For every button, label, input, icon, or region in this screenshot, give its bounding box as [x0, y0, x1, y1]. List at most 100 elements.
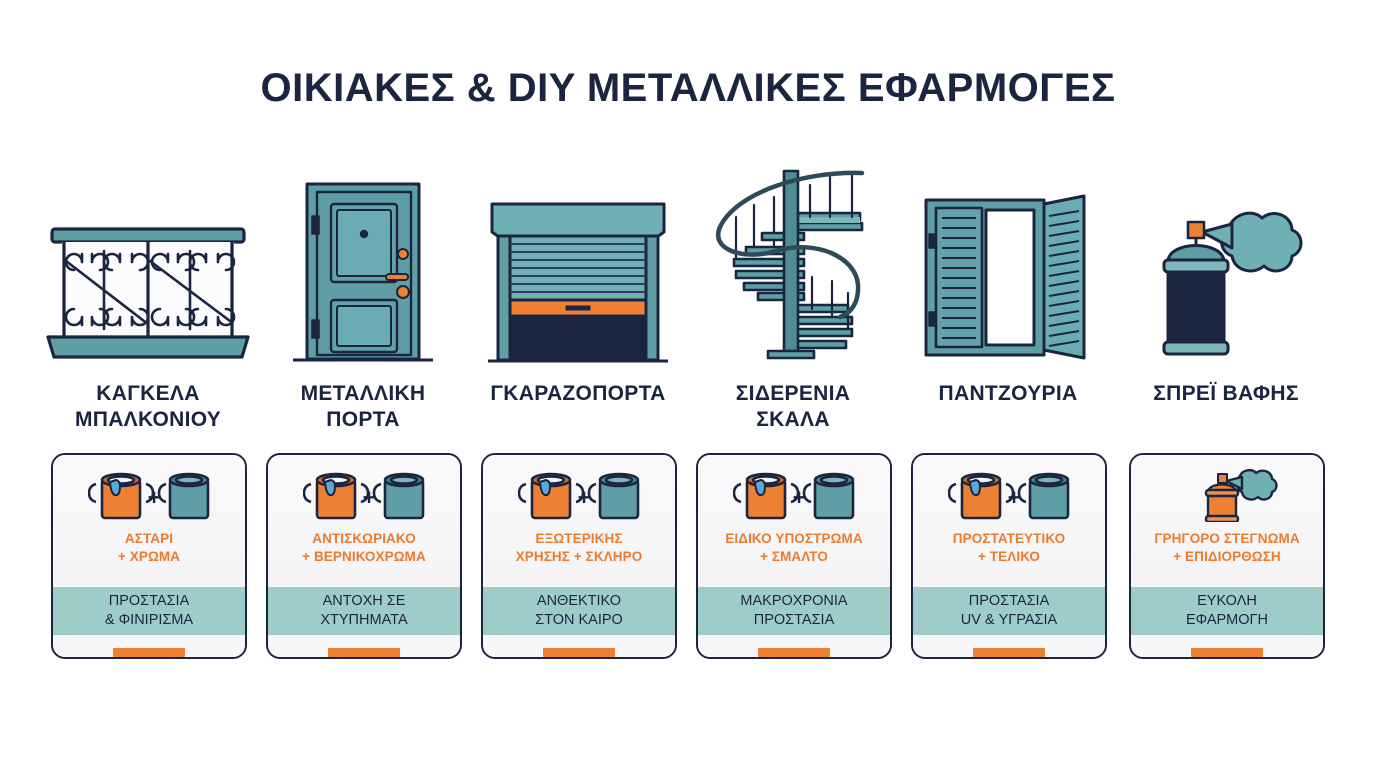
card-benefit-text: ΠΡΟΣΤΑΣΙΑ & ΦΙΝΙΡΙΣΜΑ: [99, 592, 199, 631]
benefit-line-2: UV & ΥΓΡΑΣΙΑ: [960, 612, 1058, 628]
accent-bar: [973, 648, 1045, 657]
product-card-spray-can[interactable]: ΓΡΗΓΟΡΟ ΣΤΕΓΝΩΜΑ + ΕΠΙΔΙΟΡΘΩΣΗ ΕΥΚΟΛΗ ΕΦ…: [1129, 453, 1325, 659]
card-benefit-text: ΠΡΟΣΤΑΣΙΑ UV & ΥΓΡΑΣΙΑ: [955, 592, 1063, 631]
product-line-2: + ΒΕΡΝΙΚΟΧΡΩΜΑ: [302, 548, 426, 564]
label-line-1: ΓΚΑΡΑΖΟΠΟΡΤΑ: [490, 382, 666, 405]
label-line-1: ΜΕΤΑΛΛΙΚΗ: [300, 382, 426, 405]
garage-door-icon: [470, 160, 686, 365]
card-footer: [53, 635, 245, 657]
benefit-line-1: ΠΡΟΣΤΑΣΙΑ: [108, 592, 190, 609]
card-benefit-text: ΑΝΘΕΚΤΙΚΟ ΣΤΟΝ ΚΑΙΡΟ: [529, 592, 629, 631]
plus-symbol: +: [363, 485, 376, 510]
benefit-line-2: ΕΦΑΡΜΟΓΗ: [1186, 612, 1268, 628]
plus-symbol: +: [148, 485, 161, 510]
card-product-text: ΕΙΔΙΚΟ ΥΠΟΣΤΡΩΜΑ + ΣΜΑΛΤΟ: [720, 530, 867, 566]
card-benefit-text: ΑΝΤΟΧΗ ΣΕ ΧΤΥΠΗΜΑΤΑ: [314, 592, 413, 631]
two-paint-cans-icon: +: [733, 467, 855, 523]
label-line-1: ΣΠΡΕΪ ΒΑΦΗΣ: [1153, 382, 1299, 405]
item-label-garage-door: ΓΚΑΡΑΖΟΠΟΡΤΑ: [470, 381, 686, 407]
card-footer: [1131, 635, 1323, 657]
spray-can-small-icon: [1166, 467, 1288, 523]
spiral-staircase-icon: [685, 160, 901, 365]
card-footer: [483, 635, 675, 657]
label-line-1: ΣΙΔΕΡΕΝΙΑ: [735, 382, 851, 405]
card-top-section: + ΕΙΔΙΚΟ ΥΠΟΣΤΡΩΜΑ + ΣΜΑΛΤΟ: [698, 455, 890, 587]
column-garage-door: ΓΚΑΡΑΖΟΠΟΡΤΑ: [470, 160, 686, 407]
card-product-text: ΓΡΗΓΟΡΟ ΣΤΕΓΝΩΜΑ + ΕΠΙΔΙΟΡΘΩΣΗ: [1149, 530, 1304, 566]
label-line-2: ΠΟΡΤΑ: [326, 408, 400, 432]
benefit-line-2: ΠΡΟΣΤΑΣΙΑ: [753, 612, 835, 628]
product-card-spiral-staircase[interactable]: + ΕΙΔΙΚΟ ΥΠΟΣΤΡΩΜΑ + ΣΜΑΛΤΟ ΜΑΚΡΟΧΡΟΝΙΑ …: [696, 453, 892, 659]
product-line-2: + ΕΠΙΔΙΟΡΘΩΣΗ: [1173, 548, 1281, 564]
card-benefit-text: ΜΑΚΡΟΧΡΟΝΙΑ ΠΡΟΣΤΑΣΙΑ: [734, 592, 853, 631]
accent-bar: [543, 648, 615, 657]
plus-symbol: +: [793, 485, 806, 510]
card-benefit-band: ΑΝΤΟΧΗ ΣΕ ΧΤΥΠΗΜΑΤΑ: [268, 587, 460, 635]
card-top-section: + ΕΞΩΤΕΡΙΚΗΣ ΧΡΗΣΗΣ + ΣΚΛΗΡΟ: [483, 455, 675, 587]
benefit-line-2: ΧΤΥΠΗΜΑΤΑ: [320, 612, 408, 628]
balcony-railing-icon: [40, 160, 256, 365]
column-metal-door: ΜΕΤΑΛΛΙΚΗ ΠΟΡΤΑ: [255, 160, 471, 434]
two-paint-cans-icon: +: [518, 467, 640, 523]
product-card-garage-door[interactable]: + ΕΞΩΤΕΡΙΚΗΣ ΧΡΗΣΗΣ + ΣΚΛΗΡΟ ΑΝΘΕΚΤΙΚΟ Σ…: [481, 453, 677, 659]
label-line-1: ΚΑΓΚΕΛΑ: [96, 382, 200, 405]
product-line-1: ΑΝΤΙΣΚΩΡΙΑΚΟ: [312, 531, 416, 546]
two-paint-cans-icon: +: [88, 467, 210, 523]
product-card-balcony-railing[interactable]: + ΑΣΤΑΡΙ + ΧΡΩΜΑ ΠΡΟΣΤΑΣΙΑ & ΦΙΝΙΡΙΣΜΑ: [51, 453, 247, 659]
label-line-1: ΠΑΝΤΖΟΥΡΙΑ: [938, 382, 1078, 405]
card-top-section: + ΑΝΤΙΣΚΩΡΙΑΚΟ + ΒΕΡΝΙΚΟΧΡΩΜΑ: [268, 455, 460, 587]
item-label-balcony-railing: ΚΑΓΚΕΛΑ ΜΠΑΛΚΟΝΙΟΥ: [40, 381, 256, 434]
column-spray-can: ΣΠΡΕΪ ΒΑΦΗΣ: [1118, 160, 1334, 407]
item-label-spray-can: ΣΠΡΕΪ ΒΑΦΗΣ: [1118, 381, 1334, 407]
product-line-2: + ΧΡΩΜΑ: [117, 548, 181, 564]
card-top-section: ΓΡΗΓΟΡΟ ΣΤΕΓΝΩΜΑ + ΕΠΙΔΙΟΡΘΩΣΗ: [1131, 455, 1323, 587]
plus-symbol: +: [578, 485, 591, 510]
card-benefit-band: ΜΑΚΡΟΧΡΟΝΙΑ ΠΡΟΣΤΑΣΙΑ: [698, 587, 890, 635]
product-line-1: ΓΡΗΓΟΡΟ ΣΤΕΓΝΩΜΑ: [1154, 531, 1300, 546]
metal-door-icon: [255, 160, 471, 365]
benefit-line-1: ΑΝΤΟΧΗ ΣΕ: [322, 592, 406, 609]
spray-can-icon: [1118, 160, 1334, 365]
card-product-text: ΑΝΤΙΣΚΩΡΙΑΚΟ + ΒΕΡΝΙΚΟΧΡΩΜΑ: [297, 530, 431, 566]
plus-symbol: +: [1008, 485, 1021, 510]
card-product-text: ΑΣΤΑΡΙ + ΧΡΩΜΑ: [113, 530, 185, 566]
card-footer: [913, 635, 1105, 657]
card-product-text: ΠΡΟΣΤΑΤΕΥΤΙΚΟ + ΤΕΛΙΚΟ: [948, 530, 1070, 566]
product-line-1: ΕΙΔΙΚΟ ΥΠΟΣΤΡΩΜΑ: [725, 531, 863, 546]
benefit-line-2: ΣΤΟΝ ΚΑΙΡΟ: [535, 612, 623, 628]
label-line-2: ΜΠΑΛΚΟΝΙΟΥ: [74, 408, 222, 432]
two-paint-cans-icon: +: [303, 467, 425, 523]
accent-bar: [328, 648, 400, 657]
card-benefit-band: ΠΡΟΣΤΑΣΙΑ UV & ΥΓΡΑΣΙΑ: [913, 587, 1105, 635]
product-line-1: ΑΣΤΑΡΙ: [124, 531, 174, 546]
product-line-1: ΕΞΩΤΕΡΙΚΗΣ: [535, 531, 623, 546]
accent-bar: [758, 648, 830, 657]
product-line-1: ΠΡΟΣΤΑΤΕΥΤΙΚΟ: [952, 531, 1066, 546]
accent-bar: [113, 648, 185, 657]
product-card-window-shutters[interactable]: + ΠΡΟΣΤΑΤΕΥΤΙΚΟ + ΤΕΛΙΚΟ ΠΡΟΣΤΑΣΙΑ UV & …: [911, 453, 1107, 659]
two-paint-cans-icon: +: [948, 467, 1070, 523]
page-title: ΟΙΚΙΑΚΕΣ & DIY ΜΕΤΑΛΛΙΚΕΣ ΕΦΑΡΜΟΓΕΣ: [260, 66, 1116, 110]
benefit-line-1: ΕΥΚΟΛΗ: [1197, 592, 1257, 609]
column-balcony-railing: ΚΑΓΚΕΛΑ ΜΠΑΛΚΟΝΙΟΥ: [40, 160, 256, 434]
card-footer: [268, 635, 460, 657]
item-label-spiral-staircase: ΣΙΔΕΡΕΝΙΑ ΣΚΑΛΑ: [685, 381, 901, 434]
product-card-metal-door[interactable]: + ΑΝΤΙΣΚΩΡΙΑΚΟ + ΒΕΡΝΙΚΟΧΡΩΜΑ ΑΝΤΟΧΗ ΣΕ …: [266, 453, 462, 659]
item-label-metal-door: ΜΕΤΑΛΛΙΚΗ ΠΟΡΤΑ: [255, 381, 471, 434]
accent-bar: [1191, 648, 1263, 657]
benefit-line-2: & ΦΙΝΙΡΙΣΜΑ: [104, 612, 194, 628]
product-line-2: + ΤΕΛΙΚΟ: [977, 548, 1041, 564]
benefit-line-1: ΑΝΘΕΚΤΙΚΟ: [536, 592, 622, 609]
product-line-2: ΧΡΗΣΗΣ + ΣΚΛΗΡΟ: [515, 548, 643, 564]
card-top-section: + ΑΣΤΑΡΙ + ΧΡΩΜΑ: [53, 455, 245, 587]
column-spiral-staircase: ΣΙΔΕΡΕΝΙΑ ΣΚΑΛΑ: [685, 160, 901, 434]
card-benefit-band: ΑΝΘΕΚΤΙΚΟ ΣΤΟΝ ΚΑΙΡΟ: [483, 587, 675, 635]
card-footer: [698, 635, 890, 657]
label-line-2: ΣΚΑΛΑ: [756, 408, 830, 432]
card-benefit-text: ΕΥΚΟΛΗ ΕΦΑΡΜΟΓΗ: [1180, 592, 1274, 631]
item-label-window-shutters: ΠΑΝΤΖΟΥΡΙΑ: [900, 381, 1116, 407]
benefit-line-1: ΜΑΚΡΟΧΡΟΝΙΑ: [740, 592, 848, 609]
column-window-shutters: ΠΑΝΤΖΟΥΡΙΑ: [900, 160, 1116, 407]
benefit-line-1: ΠΡΟΣΤΑΣΙΑ: [968, 592, 1050, 609]
